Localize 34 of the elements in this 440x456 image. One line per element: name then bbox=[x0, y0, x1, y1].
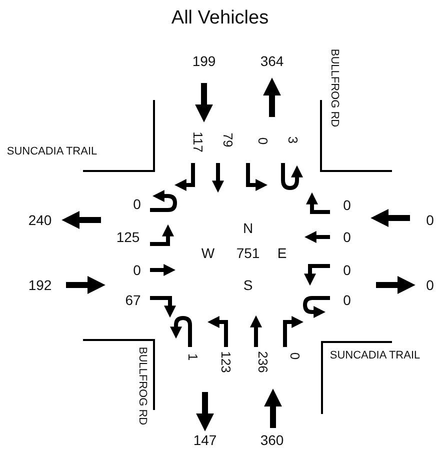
diagram-title: All Vehicles bbox=[171, 8, 269, 28]
movement-count: 236 bbox=[256, 351, 270, 373]
compass-letter: W bbox=[201, 246, 215, 260]
movement-count: 1 bbox=[186, 353, 200, 361]
volume-label: 0 bbox=[426, 278, 434, 292]
movement-count: 0 bbox=[343, 263, 351, 277]
volume-label: 360 bbox=[260, 433, 284, 447]
movement-count: 117 bbox=[192, 132, 204, 152]
volume-label: 199 bbox=[192, 54, 216, 68]
compass-letter: N bbox=[242, 221, 254, 235]
street-name: BULLFROG RD bbox=[328, 48, 340, 128]
compass-letter: S bbox=[243, 278, 253, 292]
volume-label: 364 bbox=[260, 54, 284, 68]
street-name: SUNCADIA TRAIL bbox=[6, 146, 98, 158]
movement-count: 125 bbox=[116, 230, 140, 244]
movement-count: 0 bbox=[343, 293, 351, 307]
movement-count: 0 bbox=[343, 198, 351, 212]
volume-label: 240 bbox=[28, 213, 52, 227]
volume-label: 147 bbox=[193, 433, 217, 447]
total-volume: 751 bbox=[236, 246, 260, 260]
volume-label: 192 bbox=[28, 278, 52, 292]
movement-count: 79 bbox=[222, 132, 234, 148]
movement-count: 0 bbox=[343, 230, 351, 244]
movement-count: 3 bbox=[286, 136, 300, 144]
volume-label: 0 bbox=[426, 213, 434, 227]
movement-count: 0 bbox=[133, 263, 141, 277]
movement-count: 0 bbox=[256, 137, 270, 145]
movement-count: 67 bbox=[125, 293, 141, 307]
street-name: BULLFROG RD bbox=[136, 346, 148, 426]
compass-letter: E bbox=[277, 246, 287, 260]
street-name: SUNCADIA TRAIL bbox=[330, 350, 420, 362]
movement-count: 0 bbox=[133, 197, 141, 211]
movement-count: 123 bbox=[220, 351, 232, 373]
movement-count: 0 bbox=[288, 352, 302, 360]
